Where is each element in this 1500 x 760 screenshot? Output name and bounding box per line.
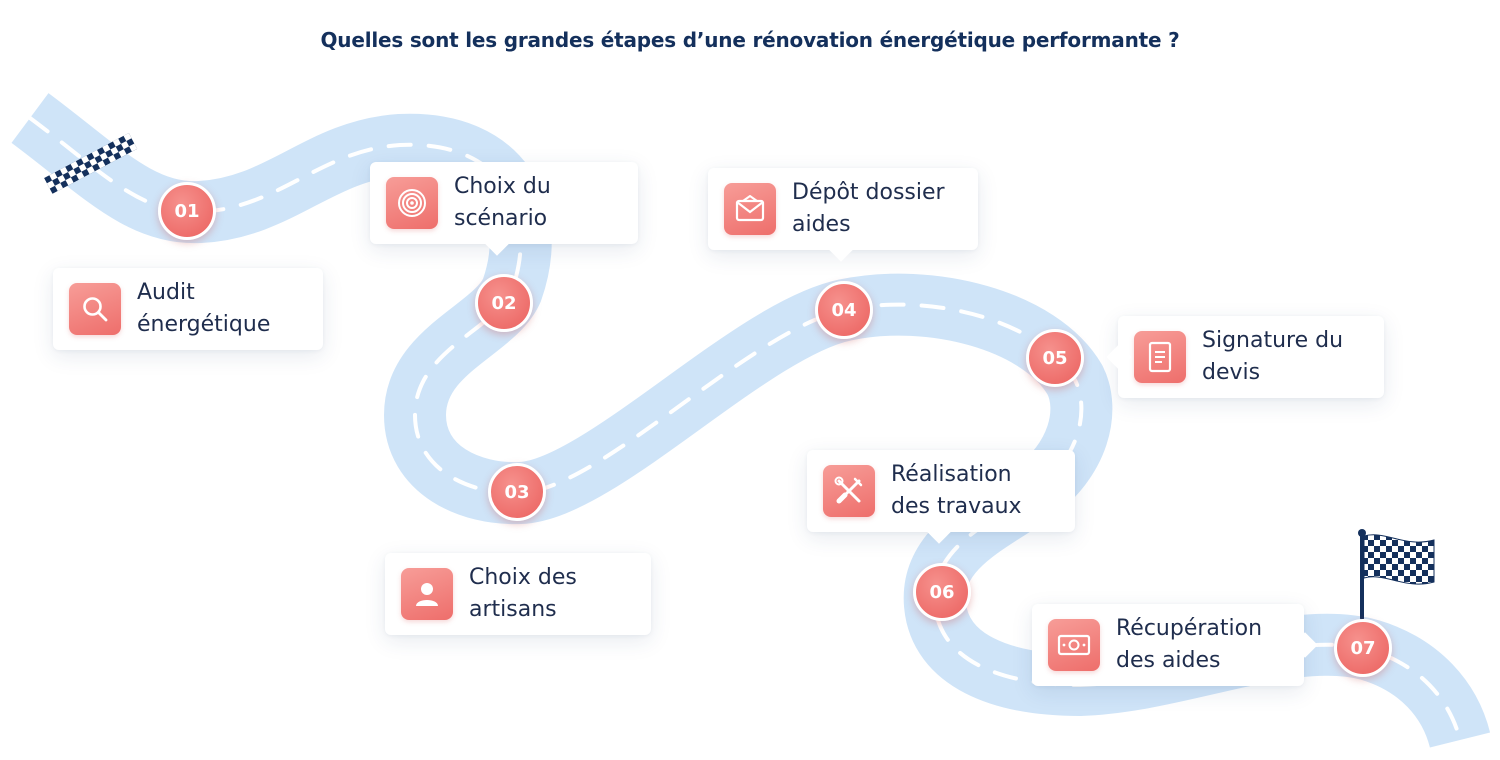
step-label-07: Récupération des aides [1116,616,1263,673]
step-label-06: Réalisation des travaux [891,462,1022,519]
page-title: Quelles sont les grandes étapes d’une ré… [320,28,1180,52]
document-icon [1134,331,1186,383]
step-badge-07: 07 [1334,619,1392,677]
finish-flag-icon [1358,529,1435,620]
envelope-icon [724,183,776,235]
step-card-04: Dépôt dossier aides [708,168,978,262]
search-icon [69,283,121,335]
step-label-01: Audit énergétique [137,280,271,337]
step-badge-03: 03 [488,463,546,521]
step-label-02: Choix du scénario [454,174,551,231]
step-label-04: Dépôt dossier aides [792,180,945,237]
step-card-03: Choix des artisans [385,553,651,635]
user-icon [401,568,453,620]
tools-icon [823,465,875,517]
step-card-01: Audit énergétique [53,268,323,350]
step-label-05: Signature du devis [1202,328,1344,385]
step-badge-06: 06 [913,563,971,621]
start-line-icon [44,132,138,194]
step-badge-05: 05 [1026,329,1084,387]
target-icon [386,177,438,229]
money-icon [1048,619,1100,671]
step-card-07: Récupération des aides [1032,604,1318,686]
step-card-06: Réalisation des travaux [807,450,1075,544]
step-label-03: Choix des artisans [469,565,577,622]
step-card-02: Choix du scénario [370,162,638,256]
step-badge-04: 04 [815,281,873,339]
step-badge-01: 01 [158,182,216,240]
step-badge-02: 02 [475,274,533,332]
step-card-05: Signature du devis [1106,316,1384,398]
